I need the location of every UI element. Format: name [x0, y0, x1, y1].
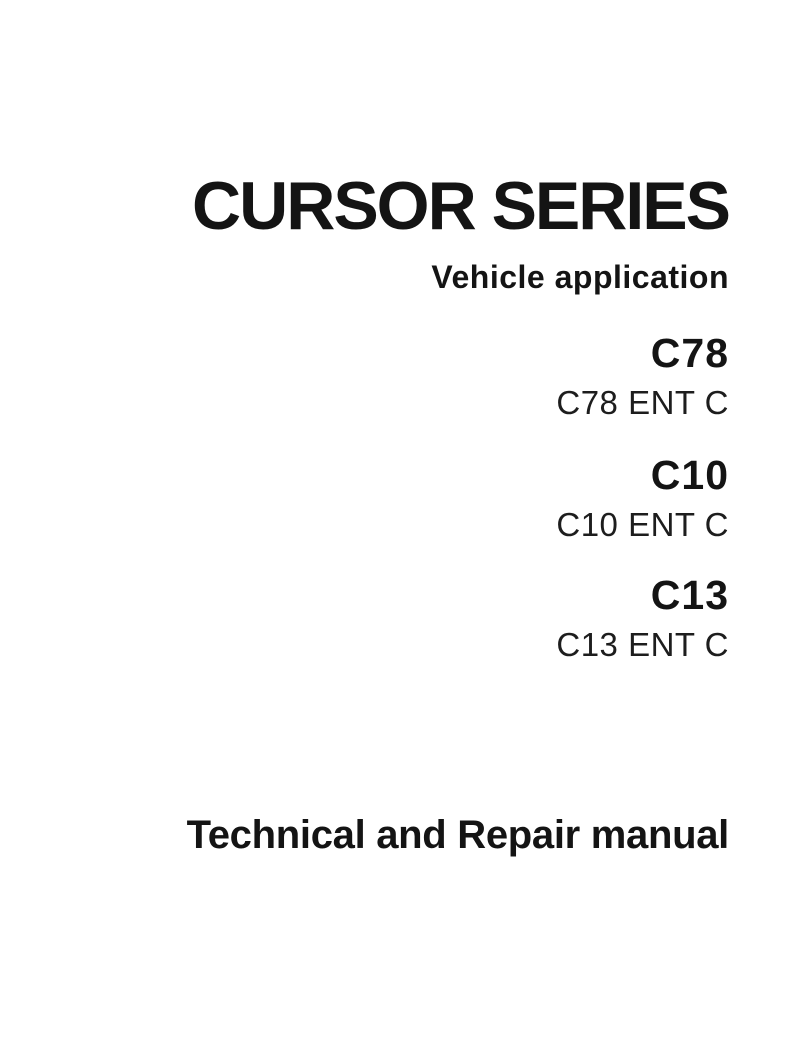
subtitle: Vehicle application — [431, 259, 729, 295]
footer-title: Technical and Repair manual — [186, 813, 730, 857]
model-name-c78: C78 — [650, 330, 729, 376]
model-name-c13: C13 — [650, 572, 729, 618]
model-variant-c10: C10 ENT C — [556, 506, 729, 543]
model-variant-c13: C13 ENT C — [556, 626, 729, 663]
model-name-c10: C10 — [650, 452, 729, 498]
page-title: CURSOR SERIES — [192, 168, 731, 244]
model-variant-c78: C78 ENT C — [556, 384, 729, 421]
